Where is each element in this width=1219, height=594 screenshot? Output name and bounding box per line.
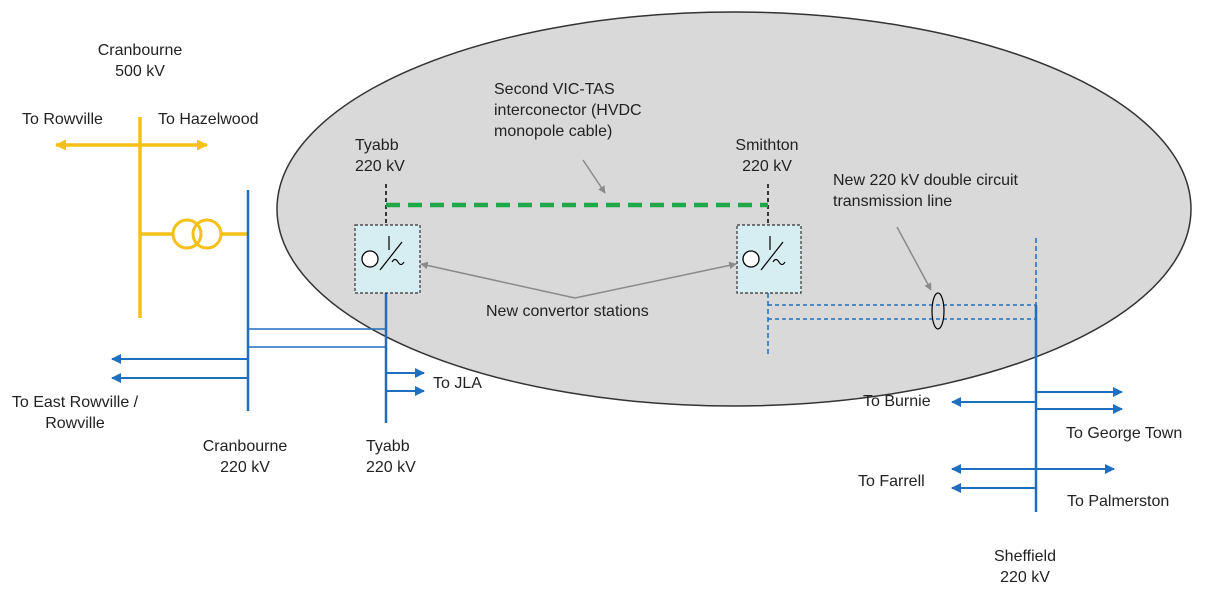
- convertor-note-arrow-left: [420, 261, 576, 299]
- cranbourne-220kv-label: Cranbourne 220 kV: [202, 438, 288, 476]
- to-rowville-label: To Rowville: [22, 111, 103, 128]
- smithton-convertor-station: [736, 224, 802, 294]
- to-burnie-label: To Burnie: [863, 393, 931, 410]
- study-area-ellipse: [276, 11, 1192, 407]
- to-hazelwood-label: To Hazelwood: [158, 111, 259, 128]
- to-farrell-label: To Farrell: [858, 473, 925, 490]
- hvdc-note-arrow: [582, 159, 606, 194]
- tyabb-convertor-station: [354, 224, 421, 294]
- to-jla-label: To JLA: [433, 375, 482, 392]
- convertor-note-label: New convertor stations: [486, 303, 649, 320]
- cranbourne-500kv-label: Cranbourne 500 kV: [97, 42, 183, 80]
- to-palmerston-label: To Palmerston: [1067, 493, 1170, 510]
- to-east-rowville-label: To East Rowville / Rowville: [11, 394, 139, 432]
- convertor-note-arrow-right: [574, 261, 737, 299]
- to-george-town-label: To George Town: [1066, 425, 1183, 442]
- sheffield-220kv-label: Sheffield 220 kV: [994, 548, 1056, 586]
- hvdc-note-label: Second VIC-TAS interconector (HVDC monop…: [494, 81, 642, 140]
- new-line-note-label: New 220 kV double circuit transmission l…: [833, 172, 1018, 210]
- smithton-220kv-label: Smithton 220 kV: [735, 137, 799, 175]
- tyabb-220kv-bottom-label: Tyabb 220 kV: [366, 438, 416, 476]
- double-circuit-marker: [931, 292, 945, 330]
- new-line-note-arrow: [896, 226, 932, 291]
- transformer-icon: [171, 218, 223, 250]
- tyabb-220kv-top-label: Tyabb 220 kV: [355, 137, 405, 175]
